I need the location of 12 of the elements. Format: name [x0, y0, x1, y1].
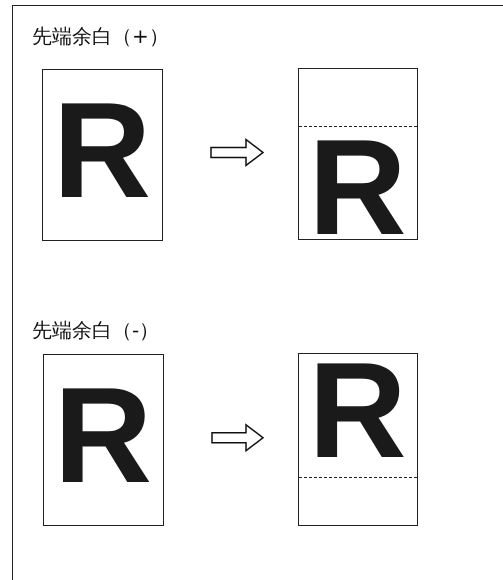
sample-letter: R — [307, 360, 408, 460]
paper-sheet — [298, 68, 418, 240]
sample-letter: R — [52, 385, 154, 485]
hollow-arrow — [211, 423, 264, 452]
section-heading: 先端余白（-） — [32, 318, 160, 342]
sample-letter: R — [52, 100, 152, 200]
section-heading: 先端余白（+） — [32, 24, 169, 48]
paper-sheet — [42, 69, 163, 241]
paper-sheet — [298, 353, 418, 526]
paper-sheet — [43, 354, 164, 526]
sample-letter: R — [307, 137, 408, 237]
hollow-arrow — [210, 138, 264, 168]
